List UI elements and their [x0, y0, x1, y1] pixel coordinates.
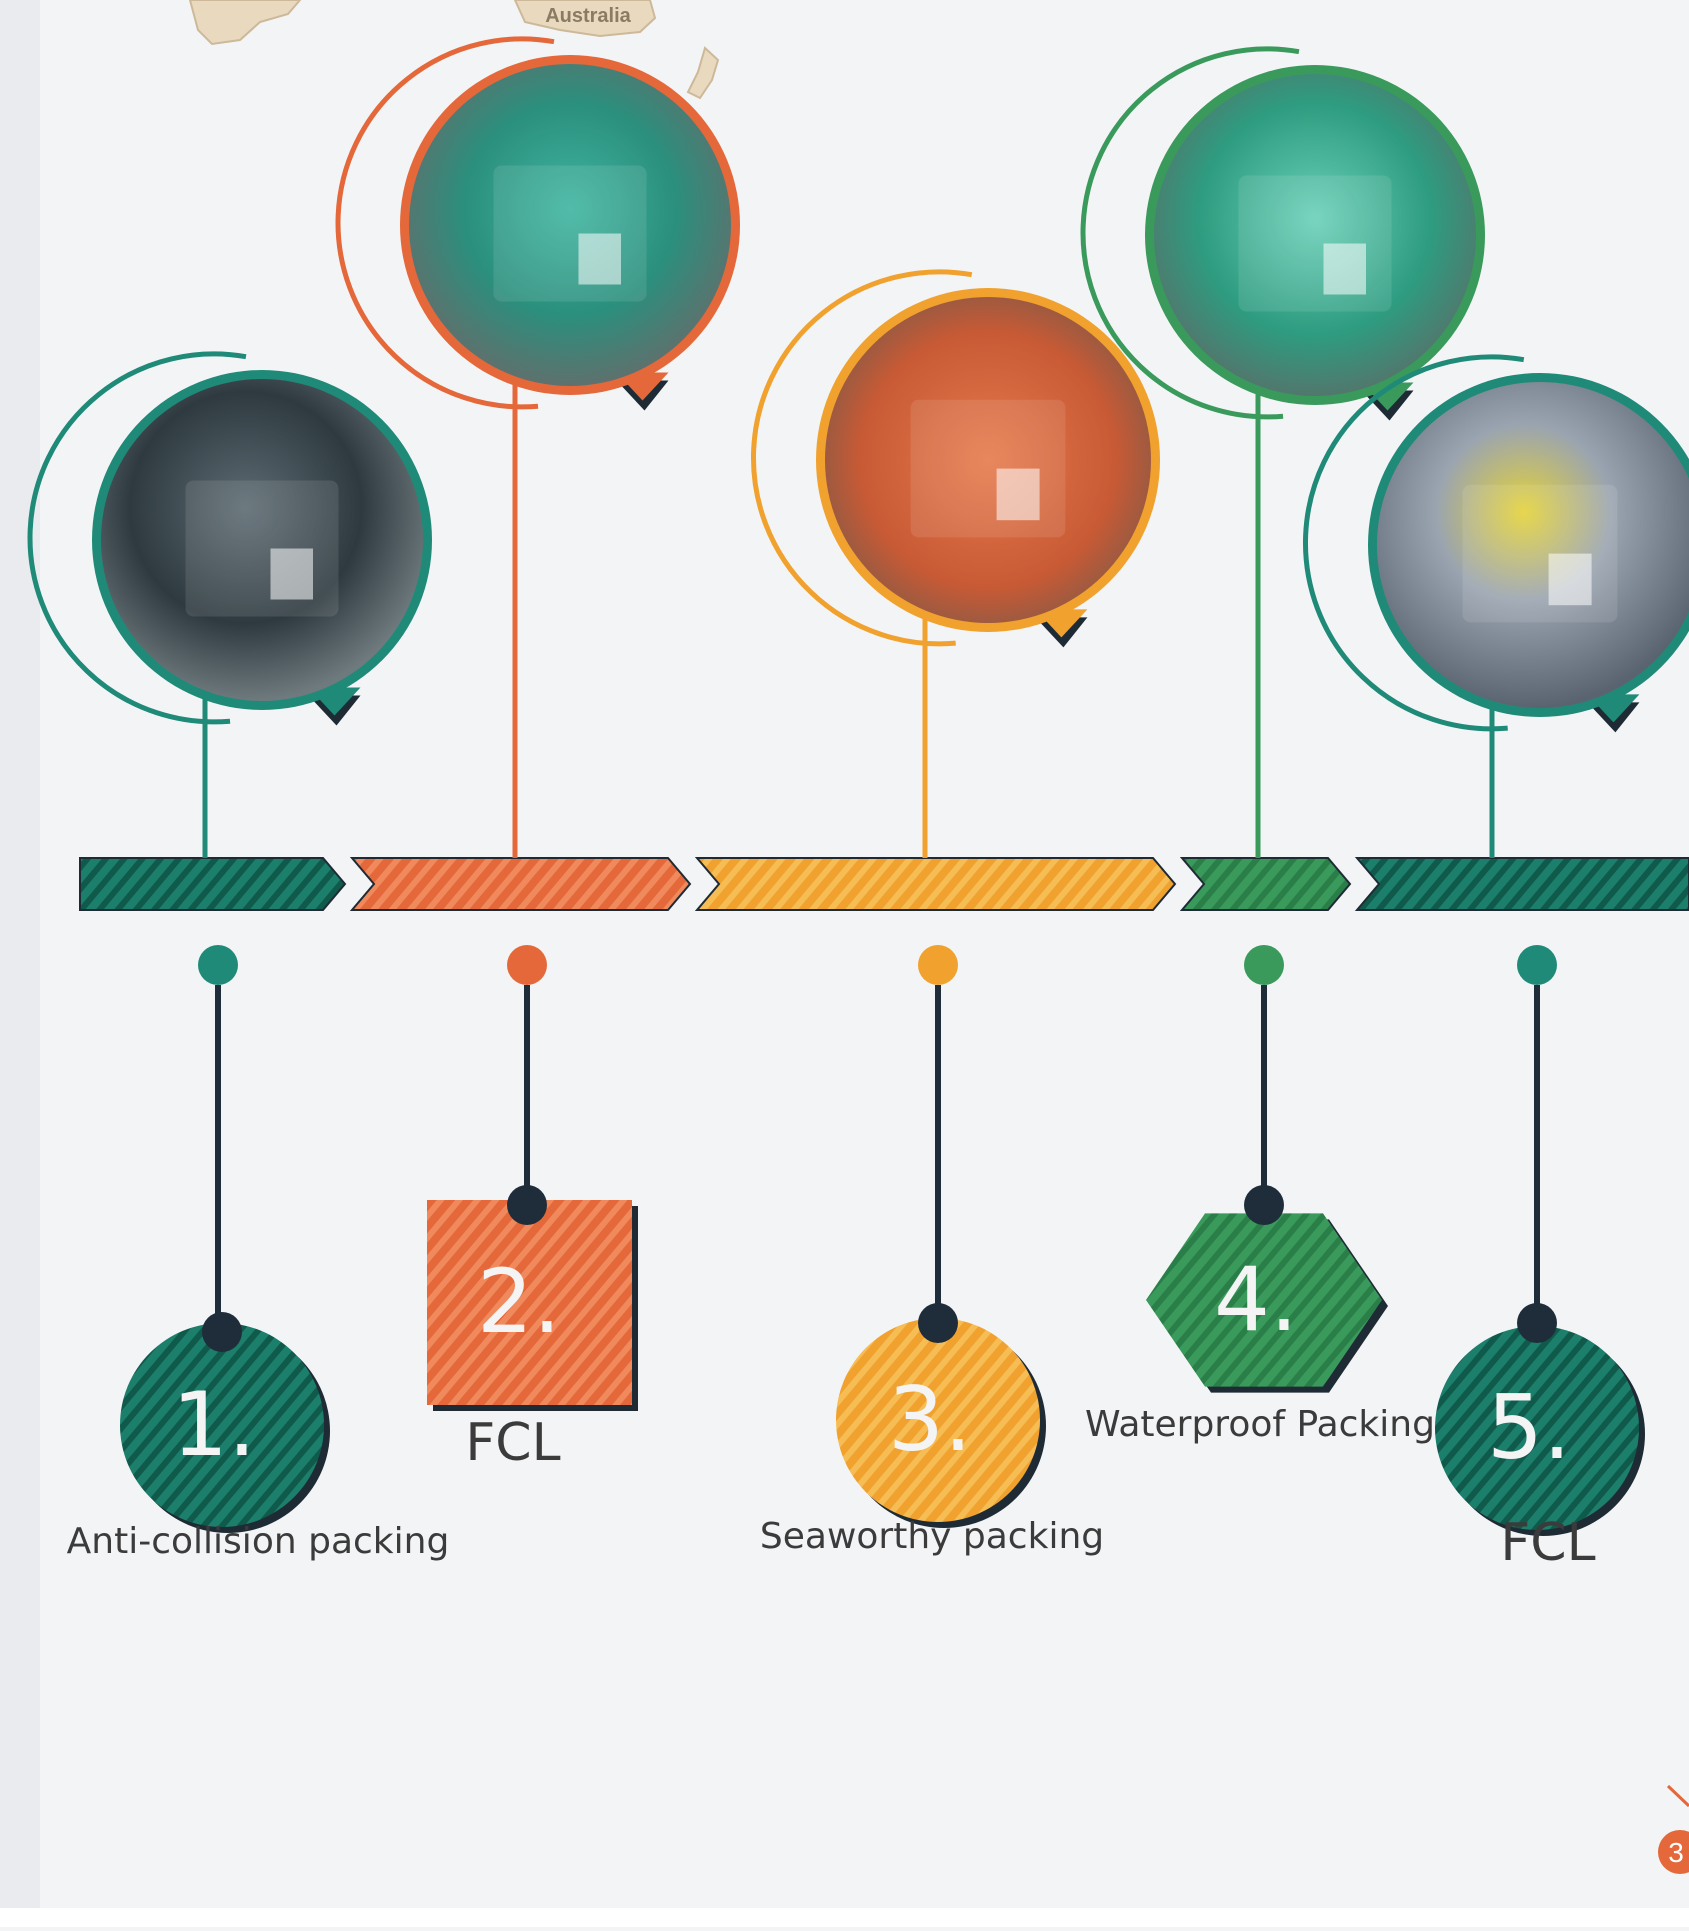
machine-loaded-in-container-photo — [409, 64, 731, 386]
step-marker-4: 4. — [1146, 945, 1388, 1393]
step-4-hexagon — [1146, 1213, 1382, 1387]
step-5-number: 5. — [1487, 1376, 1571, 1479]
stretch-wrapped-pallet-photo — [1154, 74, 1476, 396]
step-5-circle — [1435, 1326, 1639, 1530]
step-markers: 1. 2. 3. 4. 5. — [120, 945, 1645, 1536]
timeline-dot-5 — [1517, 945, 1557, 985]
wooden-crate-photo — [825, 297, 1151, 623]
band-segment-2 — [349, 857, 692, 911]
timeline-dot-2 — [507, 945, 547, 985]
step-4-number: 4. — [1214, 1248, 1298, 1351]
step-1-circle — [120, 1323, 324, 1527]
photo-pin-4 — [1080, 46, 1485, 858]
step-marker-5: 5. — [1435, 945, 1645, 1536]
step-3-circle — [836, 1318, 1040, 1522]
timeline-band — [79, 857, 1689, 911]
step-2-label: FCL — [465, 1413, 561, 1473]
step-3-label: Seaworthy packing — [759, 1516, 1105, 1557]
timeline-dot-4 — [1244, 945, 1284, 985]
timeline-dot-1 — [198, 945, 238, 985]
page-badge: 3 — [1658, 1784, 1689, 1874]
pin-ring-3 — [751, 269, 973, 647]
timeline-dot-3 — [918, 945, 958, 985]
step-2-square — [427, 1200, 632, 1405]
photo-pin-5 — [1303, 354, 1689, 858]
step-marker-3: 3. — [836, 945, 1046, 1528]
page-bottom-edge — [0, 1908, 1689, 1927]
photo-pin-3 — [751, 269, 1160, 858]
pin-ring-5 — [1303, 354, 1525, 732]
band-segment-3 — [694, 857, 1177, 911]
step-marker-1: 1. — [120, 945, 330, 1533]
pin-ring-2 — [335, 36, 555, 410]
drum-loaded-on-truck-photo — [1377, 382, 1689, 708]
band-segment-4 — [1179, 857, 1352, 911]
step-1-label: Anti-collision packing — [66, 1521, 450, 1562]
step-1-number: 1. — [172, 1373, 256, 1476]
map-label-australia: Australia — [545, 5, 631, 27]
page-edge — [0, 0, 40, 1927]
photo-pins — [27, 36, 1689, 858]
pin-ring-1 — [27, 351, 247, 725]
band-segment-5 — [1354, 857, 1689, 911]
photo-pin-2 — [335, 36, 740, 858]
step-4-label: Waterproof Packing — [1085, 1404, 1435, 1445]
step-2-number: 2. — [477, 1250, 561, 1353]
photo-pin-1 — [27, 351, 432, 858]
pin-ring-4 — [1080, 46, 1300, 420]
step-3-number: 3. — [888, 1368, 972, 1471]
machines-wrapped-in-plastic-photo — [101, 379, 423, 701]
page-badge-number: 3 — [1668, 1837, 1684, 1868]
world-map-fragment: Australia — [188, 0, 720, 100]
band-segment-1 — [79, 857, 347, 911]
step-marker-2: 2. — [427, 945, 638, 1411]
step-5-label: FCL — [1500, 1513, 1596, 1573]
